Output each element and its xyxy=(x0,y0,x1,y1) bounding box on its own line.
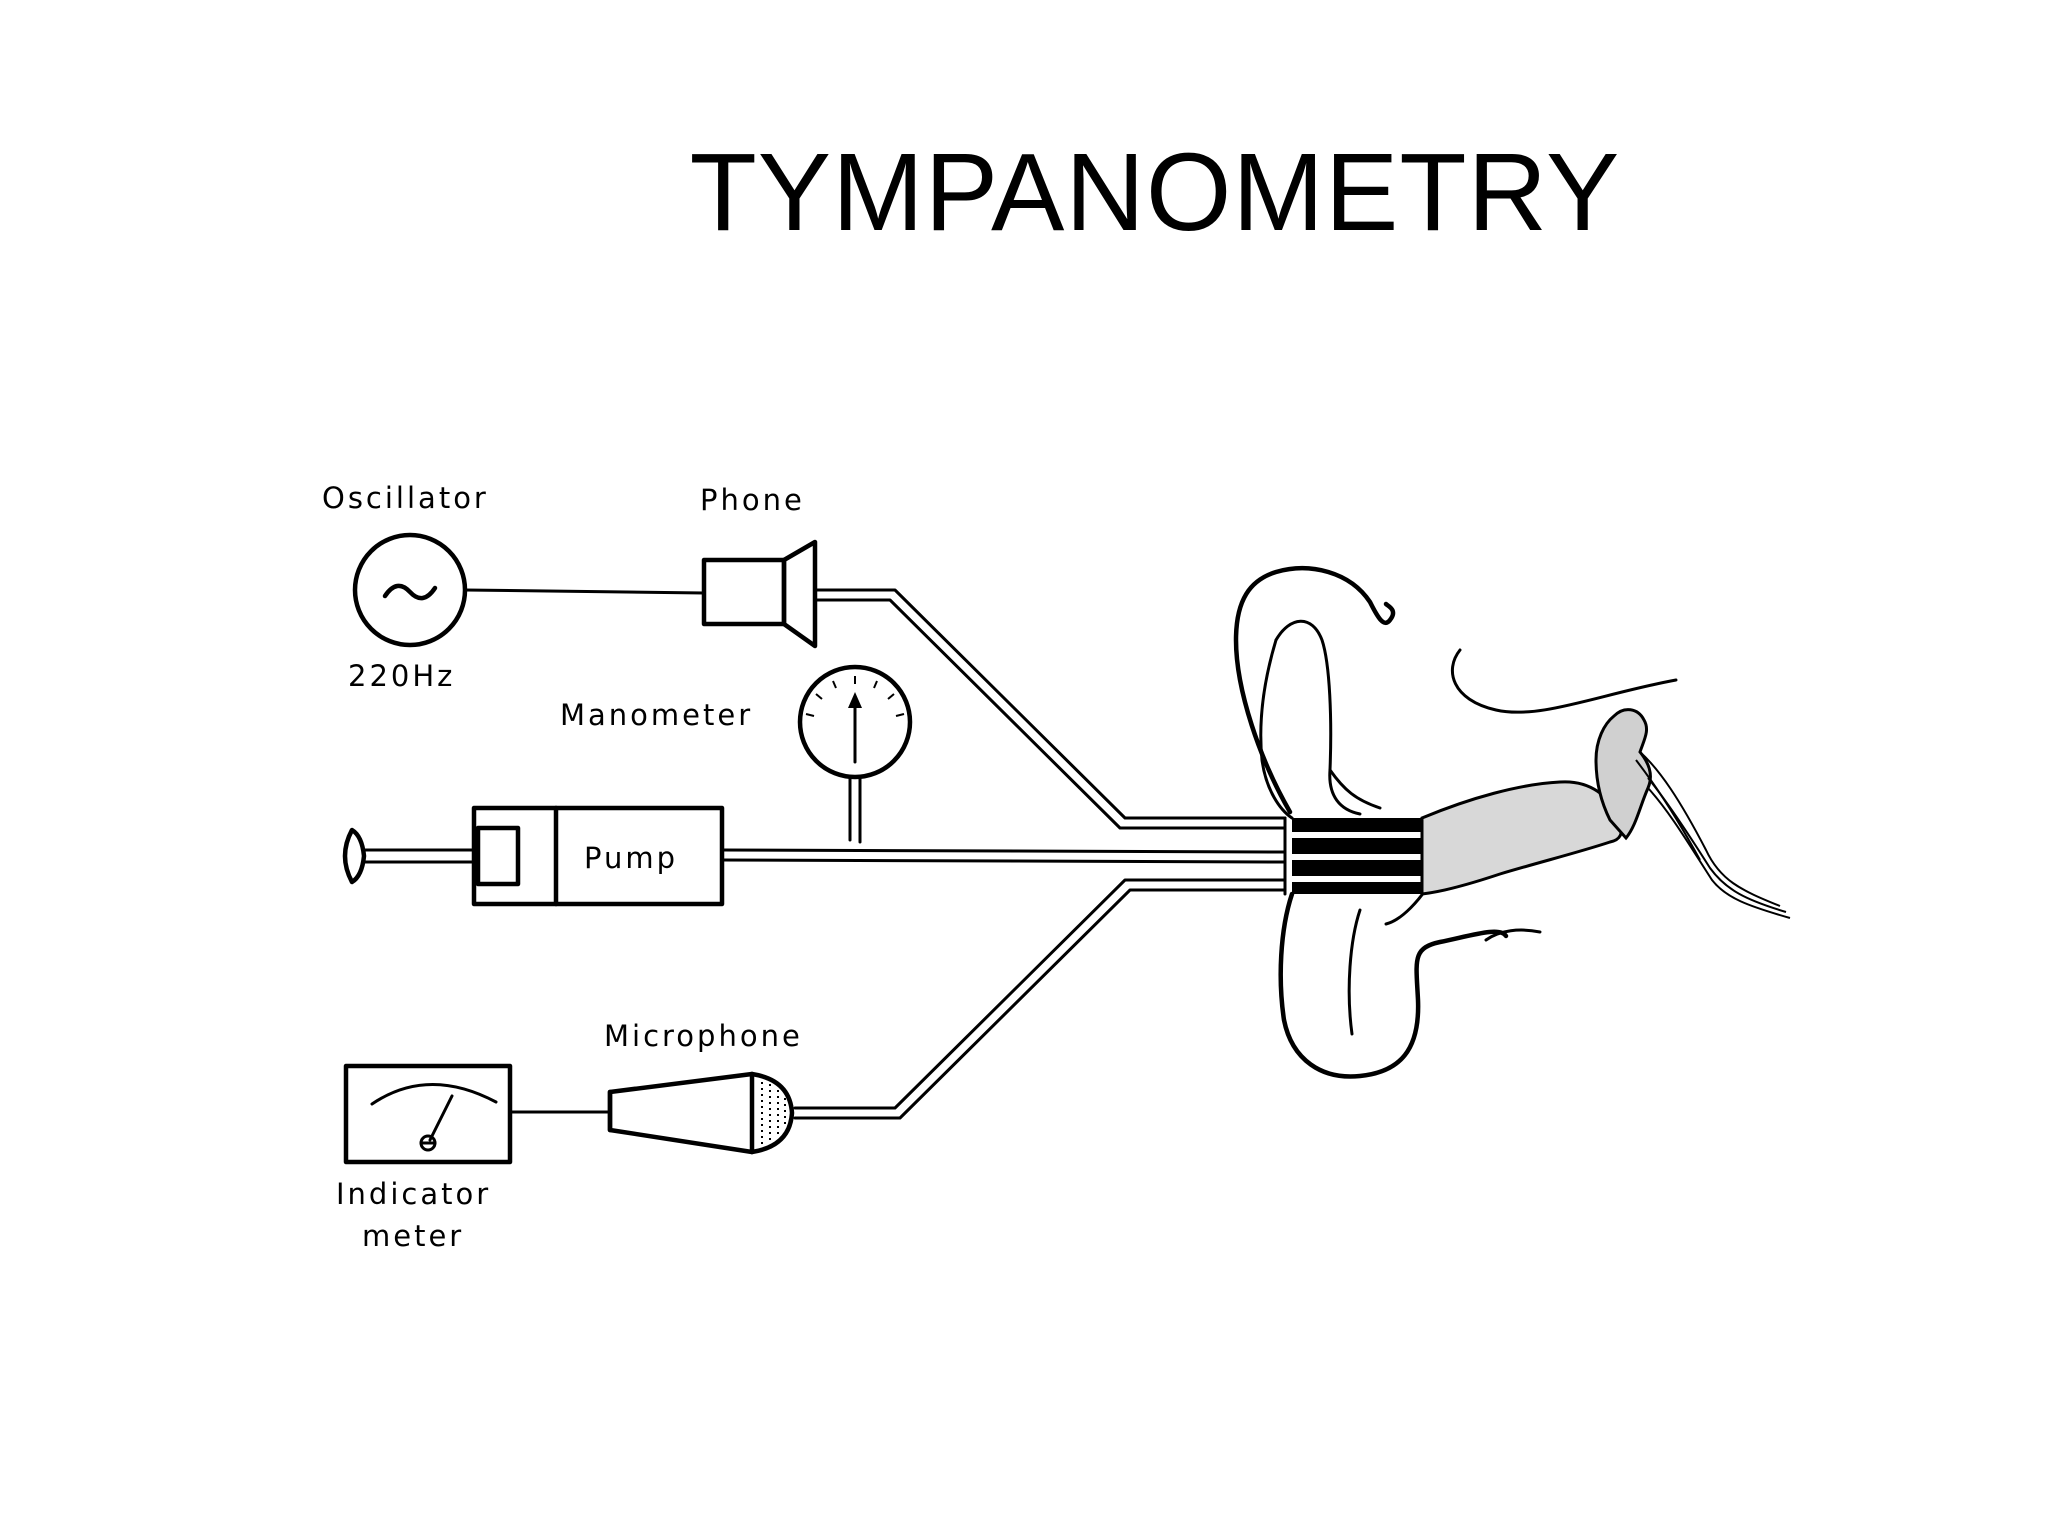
pump-plunger xyxy=(475,825,521,887)
microphone-tube xyxy=(793,878,1287,1110)
slide-title: TYMPANOMETRY xyxy=(689,131,1621,254)
pump-cylinder xyxy=(471,805,725,907)
pump-label: Pump xyxy=(584,841,678,875)
phone-speaker: Phone xyxy=(700,483,818,649)
manometer-dial xyxy=(797,664,913,780)
sine-wave-icon xyxy=(382,583,438,601)
frequency-label: 220Hz xyxy=(348,659,455,693)
meter-needle-icon xyxy=(428,1094,454,1142)
oscillator-label: Oscillator xyxy=(322,481,489,515)
pump: Pump xyxy=(342,805,725,907)
phone-label: Phone xyxy=(700,483,805,517)
oscillator-phone-wire xyxy=(463,588,706,595)
meter-scale-arc xyxy=(370,1083,498,1106)
indicator-label: Indicator xyxy=(336,1177,491,1211)
oscillator: Oscillator 220Hz xyxy=(322,481,489,693)
ear-probe xyxy=(1283,816,1422,896)
microphone-label: Microphone xyxy=(604,1019,803,1053)
speaker-icon xyxy=(781,539,818,649)
phone-tube xyxy=(813,588,1287,820)
ear-canal xyxy=(1420,780,1624,896)
plunger-knob-icon xyxy=(342,827,367,885)
indicator-label-meter: meter xyxy=(362,1219,464,1253)
manometer: Manometer xyxy=(560,664,913,844)
ear-anatomy xyxy=(1233,566,1791,1079)
microphone-body xyxy=(607,1071,755,1155)
microphone-head-icon xyxy=(749,1071,795,1155)
indicator-meter: Indicator meter xyxy=(336,1063,513,1253)
indicator-meter-box xyxy=(343,1063,513,1165)
manometer-label: Manometer xyxy=(560,698,753,732)
phone-body xyxy=(701,557,787,627)
pinna xyxy=(1233,566,1396,815)
pump-tube xyxy=(720,848,1287,854)
microphone: Microphone xyxy=(604,1019,803,1155)
